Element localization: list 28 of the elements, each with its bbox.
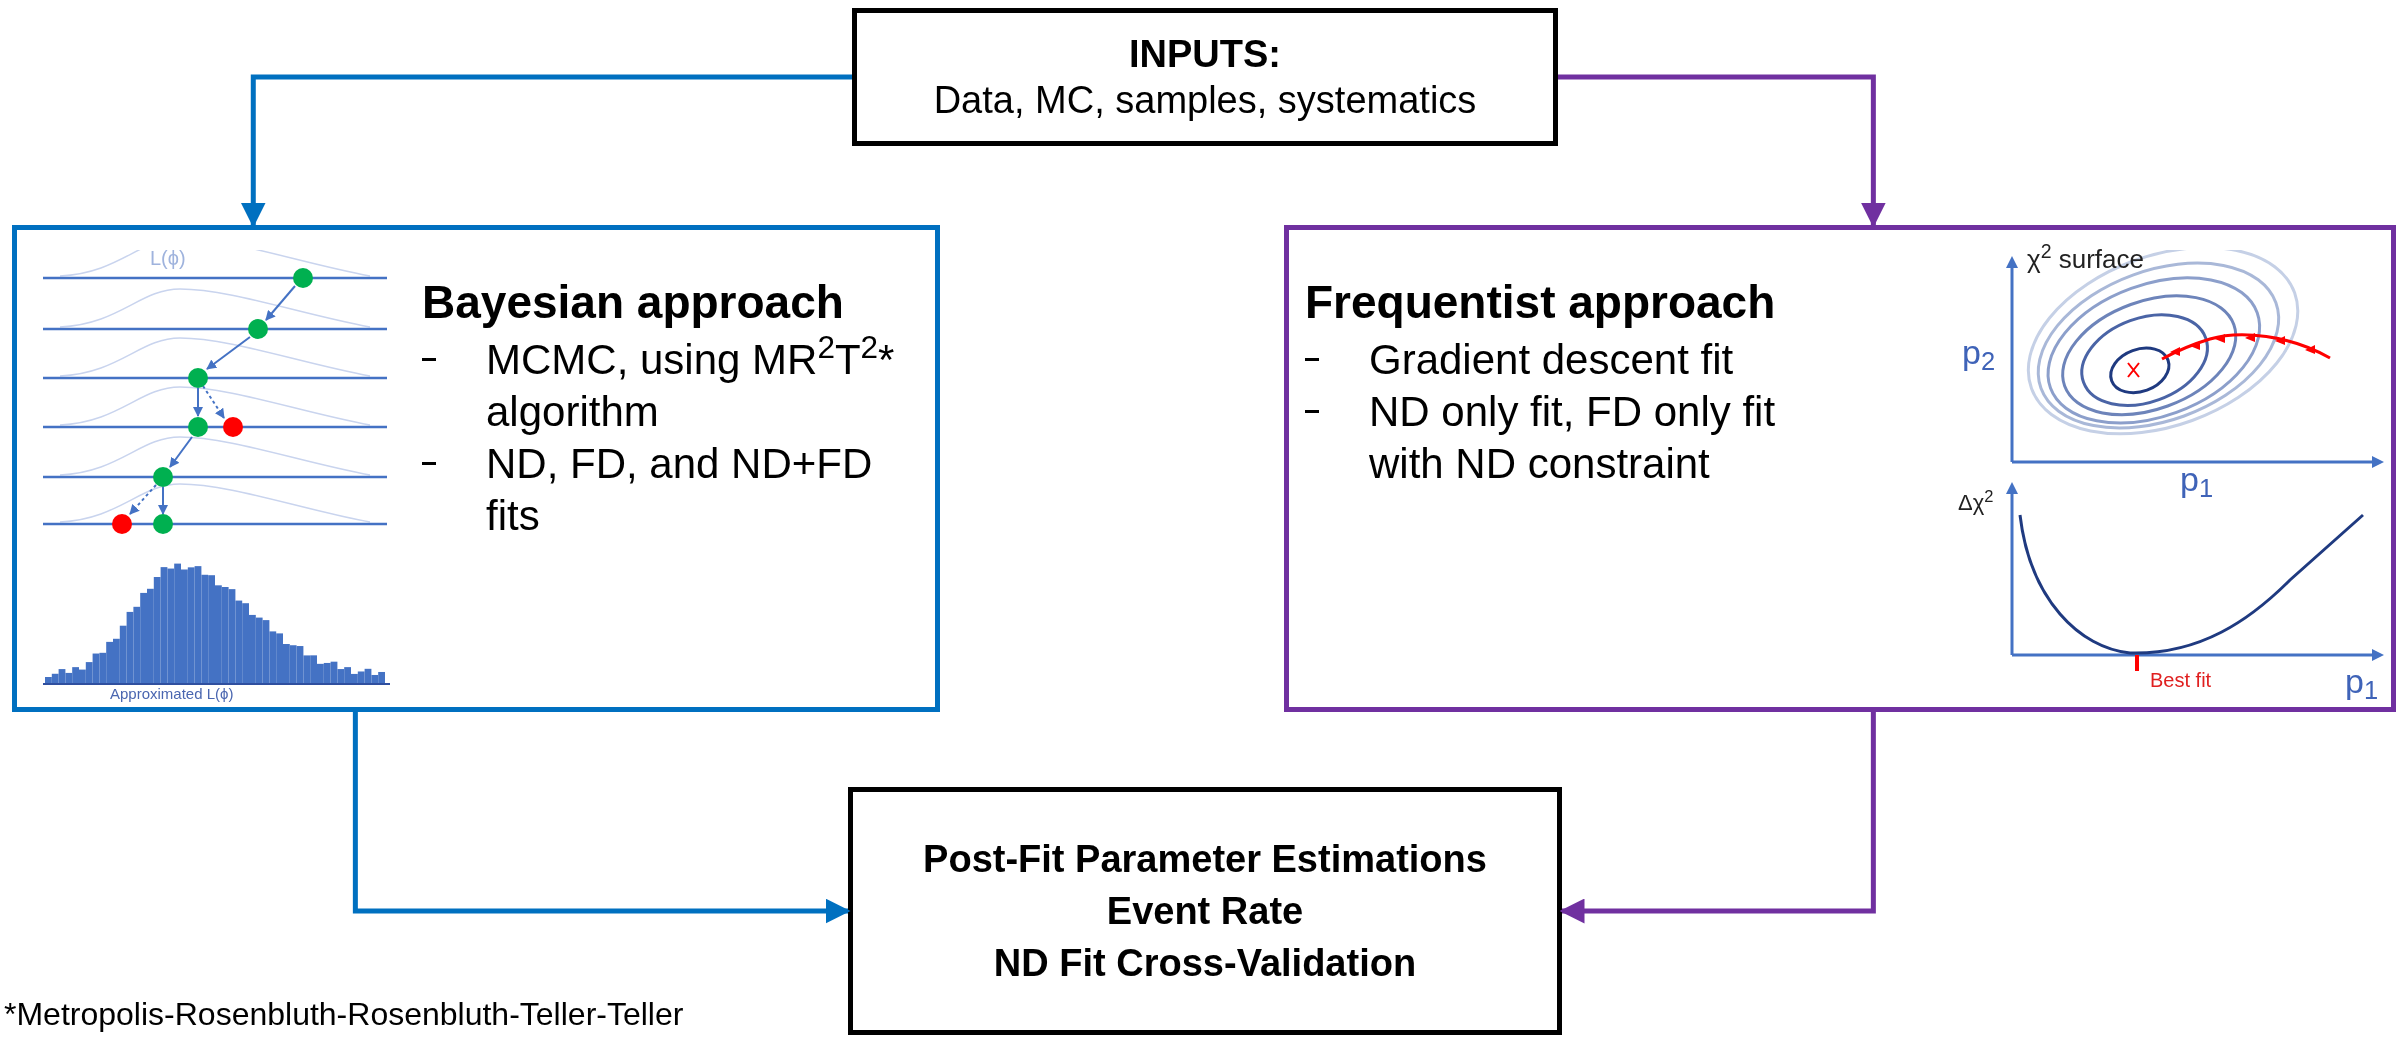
- marker-label: Best fit: [2150, 670, 2212, 690]
- connector-arrow: [352, 712, 851, 924]
- section-heading: Frequentist approach: [1305, 275, 1777, 330]
- bullet-text: MCMC, using MR$^{2}$T$^{2}$* algorithm: [486, 334, 896, 437]
- axis-label: p$_{1}$: [2345, 664, 2379, 698]
- bullet-text: ND, FD, and ND+FD fits: [486, 439, 874, 541]
- process-box: [848, 787, 1562, 1035]
- box-text: Post-Fit Parameter Estimations: [923, 837, 1487, 882]
- connector-arrow: [1559, 712, 1876, 924]
- connector-arrow: [1558, 74, 1886, 228]
- method-panel: [1284, 225, 2396, 712]
- connector-arrow: [240, 74, 852, 228]
- bullet-text: ND only fit, FD only fit with ND constraint: [1369, 387, 1777, 489]
- box-text: Data, MC, samples, systematics: [933, 78, 1477, 123]
- axis-label: p$_{2}$: [1962, 335, 1996, 369]
- method-panel: [12, 225, 940, 712]
- box-heading: INPUTS:: [1129, 32, 1281, 77]
- plot-title: χ$^{2}$ surface: [2027, 246, 2144, 272]
- bullet-text: Gradient descent fit: [1369, 335, 1735, 385]
- axis-label: Δχ$^{2}$: [1958, 492, 1994, 514]
- box-text: Event Rate: [1106, 889, 1304, 934]
- curve-label: L(ϕ): [150, 248, 186, 268]
- axis-label: Approximated L(ϕ): [110, 686, 234, 701]
- axis-label: p$_{1}$: [2180, 462, 2214, 496]
- box-text: ND Fit Cross-Validation: [993, 941, 1417, 986]
- section-heading: Bayesian approach: [422, 275, 845, 330]
- process-box: [852, 8, 1558, 146]
- footnote: *Metropolis-Rosenbluth-Rosenbluth-Teller-Teller: [4, 998, 684, 1030]
